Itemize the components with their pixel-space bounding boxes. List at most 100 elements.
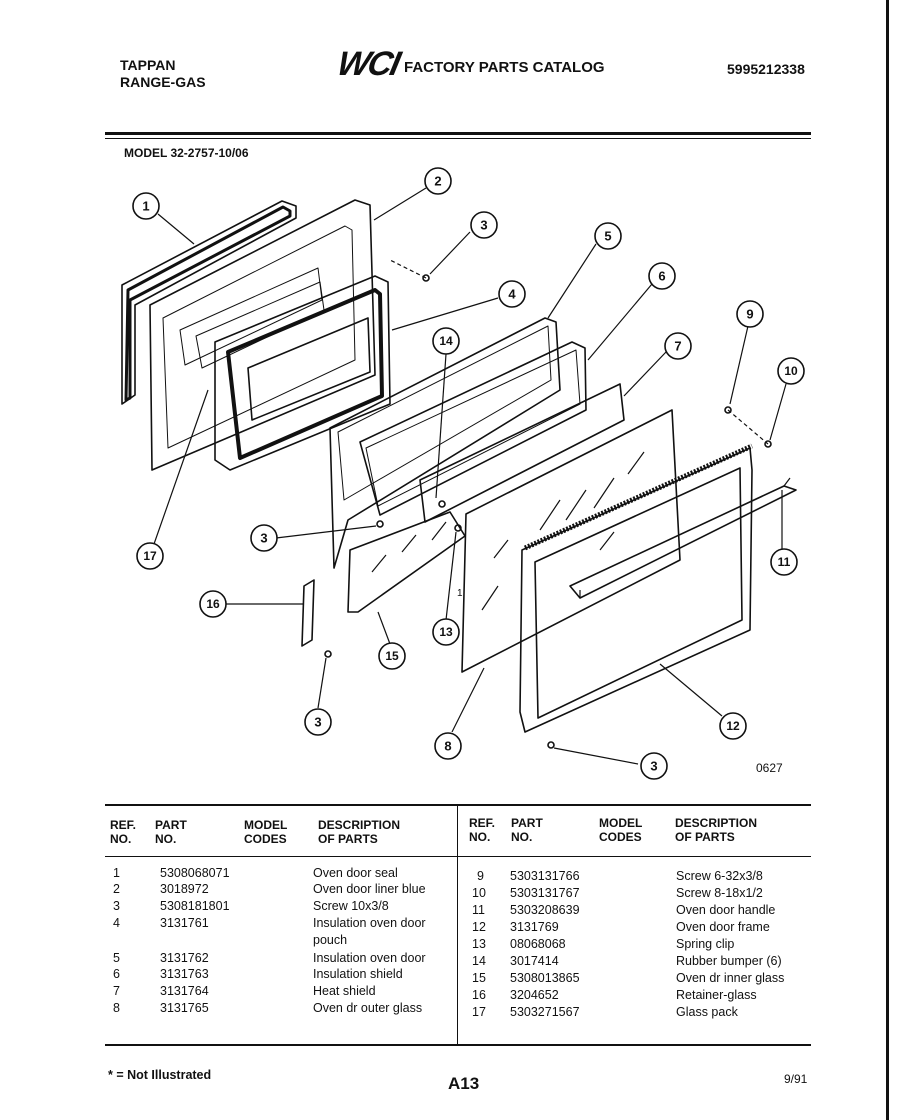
table-row: 5	[113, 951, 120, 965]
table-row: Heat shield	[313, 984, 376, 998]
table-row: 3131764	[160, 984, 209, 998]
table-row: Oven door seal	[313, 866, 398, 880]
callout-7: 7	[674, 339, 681, 354]
table-row: 5303131767	[510, 886, 580, 900]
table-row: 5308068071	[160, 866, 230, 880]
callout-6: 6	[658, 269, 665, 284]
callout-12: 12	[726, 719, 740, 733]
part-heat-shield	[419, 383, 625, 523]
table-row: 8	[113, 1001, 120, 1015]
left-header-model: MODEL CODES	[244, 818, 288, 846]
table-row: 11	[472, 903, 485, 917]
table-row: Screw 6-32x3/8	[676, 869, 763, 883]
table-row: 5303131766	[510, 869, 580, 883]
table-row: 13	[472, 937, 486, 951]
part-inner-glass	[347, 511, 466, 613]
table-row: 5303208639	[510, 903, 580, 917]
right-header-desc: DESCRIPTION OF PARTS	[675, 816, 758, 844]
model-number: MODEL 32-2757-10/06	[124, 146, 249, 160]
part-oven-door-liner	[149, 199, 376, 471]
table-row: 6	[113, 967, 120, 981]
right-header-part: PART NO.	[511, 816, 543, 844]
part-insulation-pouch	[214, 275, 391, 471]
table-row: 1	[113, 866, 120, 880]
callout-8: 8	[444, 739, 451, 754]
part-outer-glass	[461, 409, 681, 673]
callout-9: 9	[746, 307, 753, 322]
table-row: 3131769	[510, 920, 559, 934]
part-oven-door-seal	[121, 200, 297, 405]
table-row: 3131761	[160, 916, 209, 930]
callout-16: 16	[206, 597, 220, 611]
table-row: Insulation oven door	[313, 916, 426, 930]
brand-line-1: TAPPAN	[120, 57, 176, 73]
part-insulation-shield	[359, 341, 587, 516]
table-row: 3131765	[160, 1001, 209, 1015]
part-oven-door-frame	[519, 447, 753, 733]
callout-3c: 3	[314, 715, 321, 730]
table-row: Oven door frame	[676, 920, 770, 934]
callout-2: 2	[434, 174, 441, 189]
catalog-title: FACTORY PARTS CATALOG	[404, 59, 605, 76]
callout-11: 11	[778, 555, 791, 569]
brand-name: TAPPAN RANGE-GAS	[120, 57, 206, 91]
table-row: Oven dr inner glass	[676, 971, 785, 985]
table-row: 5308013865	[510, 971, 580, 985]
left-header-ref: REF. NO.	[110, 818, 137, 846]
table-row: 4	[113, 916, 120, 930]
table-row: 7	[113, 984, 120, 998]
table-row: pouch	[313, 933, 348, 947]
table-row: 3018972	[160, 882, 209, 896]
table-row: 08068068	[510, 937, 566, 951]
callout-13: 13	[439, 625, 453, 639]
left-header-desc: DESCRIPTION OF PARTS	[318, 818, 401, 846]
callout-3b: 3	[260, 531, 267, 546]
callout-17: 17	[143, 549, 157, 563]
catalog-number: 5995212338	[727, 61, 805, 77]
page-number: A13	[448, 1074, 480, 1093]
table-row: 3131762	[160, 951, 209, 965]
right-header-model: MODEL CODES	[599, 816, 643, 844]
brand-line-2: RANGE-GAS	[120, 74, 206, 90]
table-row: Insulation oven door	[313, 951, 426, 965]
table-row: 10	[472, 886, 486, 900]
table-divider-vertical	[457, 806, 458, 1044]
table-row: Oven door handle	[676, 903, 776, 917]
revision-date: 9/91	[784, 1072, 808, 1086]
part-retainer-glass	[301, 579, 315, 647]
diagram-note-label: 1	[457, 588, 463, 599]
callout-4: 4	[508, 287, 516, 302]
table-rule-bottom	[105, 1044, 811, 1046]
exploded-door-diagram: 1 2 3 4 5 6 7 9 10 14 3 17 16 3 15 13 8 …	[121, 167, 805, 780]
drawing-number: 0627	[756, 761, 783, 775]
table-row: Glass pack	[676, 1005, 738, 1019]
table-row: 2	[113, 882, 120, 896]
table-row: 12	[472, 920, 486, 934]
callout-10: 10	[784, 364, 798, 378]
callout-1: 1	[142, 199, 149, 214]
right-header-ref: REF. NO.	[469, 816, 496, 844]
callout-3a: 3	[480, 218, 487, 233]
callout-3d: 3	[650, 759, 657, 774]
page-border-right	[886, 0, 889, 1120]
callout-14: 14	[439, 334, 453, 348]
table-row: Spring clip	[676, 937, 735, 951]
table-row: 3204652	[510, 988, 559, 1002]
table-row: 16	[472, 988, 486, 1002]
header-rule-thin	[105, 138, 811, 139]
callout-bubbles	[132, 167, 805, 780]
table-row: Retainer-glass	[676, 988, 757, 1002]
table-row: 14	[472, 954, 486, 968]
table-row: Oven dr outer glass	[313, 1001, 423, 1015]
table-row: Oven door liner blue	[313, 882, 426, 896]
callout-5: 5	[604, 229, 611, 244]
table-rule-top	[105, 804, 811, 806]
table-row: 9	[477, 869, 484, 883]
table-row: Insulation shield	[313, 967, 403, 981]
table-row: 3	[113, 899, 120, 913]
callout-15: 15	[385, 649, 399, 663]
table-row: Screw 8-18x1/2	[676, 886, 763, 900]
table-row: Rubber bumper (6)	[676, 954, 782, 968]
table-rule-header	[105, 856, 811, 857]
table-row: 3131763	[160, 967, 209, 981]
